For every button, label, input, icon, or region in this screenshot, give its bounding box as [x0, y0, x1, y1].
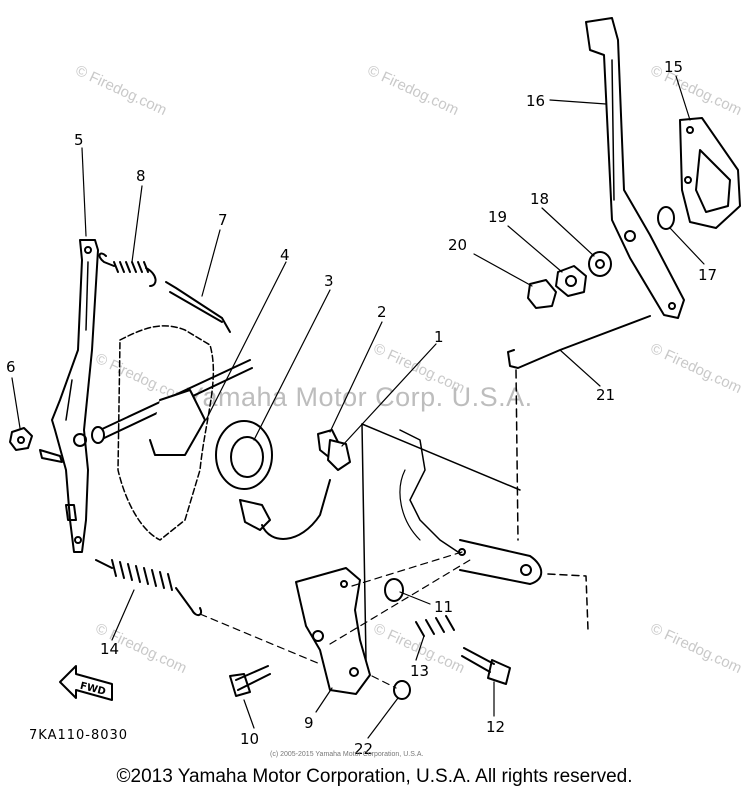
callout-9: 9	[304, 714, 314, 732]
callout-3: 3	[324, 272, 334, 290]
rod-7	[165, 281, 231, 333]
callout-19: 19	[488, 208, 507, 226]
nut-6	[9, 427, 33, 451]
washer-18	[588, 251, 612, 277]
nut-19	[555, 265, 587, 297]
callout-2: 2	[377, 303, 387, 321]
washer-17	[657, 206, 675, 230]
callout-21: 21	[596, 386, 615, 404]
callout-6: 6	[6, 358, 16, 376]
lever-16	[585, 17, 685, 319]
callout-4: 4	[280, 246, 290, 264]
footer-copyright: ©2013 Yamaha Motor Corporation, U.S.A. A…	[116, 766, 633, 787]
rod-21	[507, 315, 651, 369]
callout-10: 10	[240, 730, 259, 748]
callout-15: 15	[664, 58, 683, 76]
callout-8: 8	[136, 167, 146, 185]
bracket-15	[679, 117, 741, 229]
nut-20	[527, 279, 557, 309]
spring-14	[95, 559, 202, 616]
spring-8	[98, 252, 157, 287]
spring-13	[415, 615, 455, 637]
bracket-9	[295, 567, 371, 695]
brand-watermark: Yamaha Motor Corp. U.S.A.	[186, 382, 533, 412]
washer-11	[384, 578, 404, 602]
fwd-arrow-icon: FWD	[59, 665, 113, 701]
callout-20: 20	[448, 236, 467, 254]
callout-12: 12	[486, 718, 505, 736]
clip-1	[327, 439, 351, 471]
callout-1: 1	[434, 328, 444, 346]
bolt-10	[229, 665, 271, 697]
callout-13: 13	[410, 662, 429, 680]
bolt-12	[461, 647, 511, 685]
drawing-code: 7KA110-8030	[29, 728, 129, 743]
small-copyright: (c) 2005-2015 Yamaha Motor Corporation, …	[270, 751, 424, 758]
callout-22: 22	[354, 740, 373, 758]
parts-diagram: 1 2 3 4 5 6 7 8 9 10 11 12 13 14 15 16 1…	[6, 17, 741, 758]
callout-11: 11	[434, 598, 453, 616]
screw-22	[393, 680, 411, 700]
callout-7: 7	[218, 211, 228, 229]
callout-5: 5	[74, 131, 84, 149]
callout-16: 16	[526, 92, 545, 110]
callout-18: 18	[530, 190, 549, 208]
callout-14: 14	[100, 640, 119, 658]
callout-17: 17	[698, 266, 717, 284]
